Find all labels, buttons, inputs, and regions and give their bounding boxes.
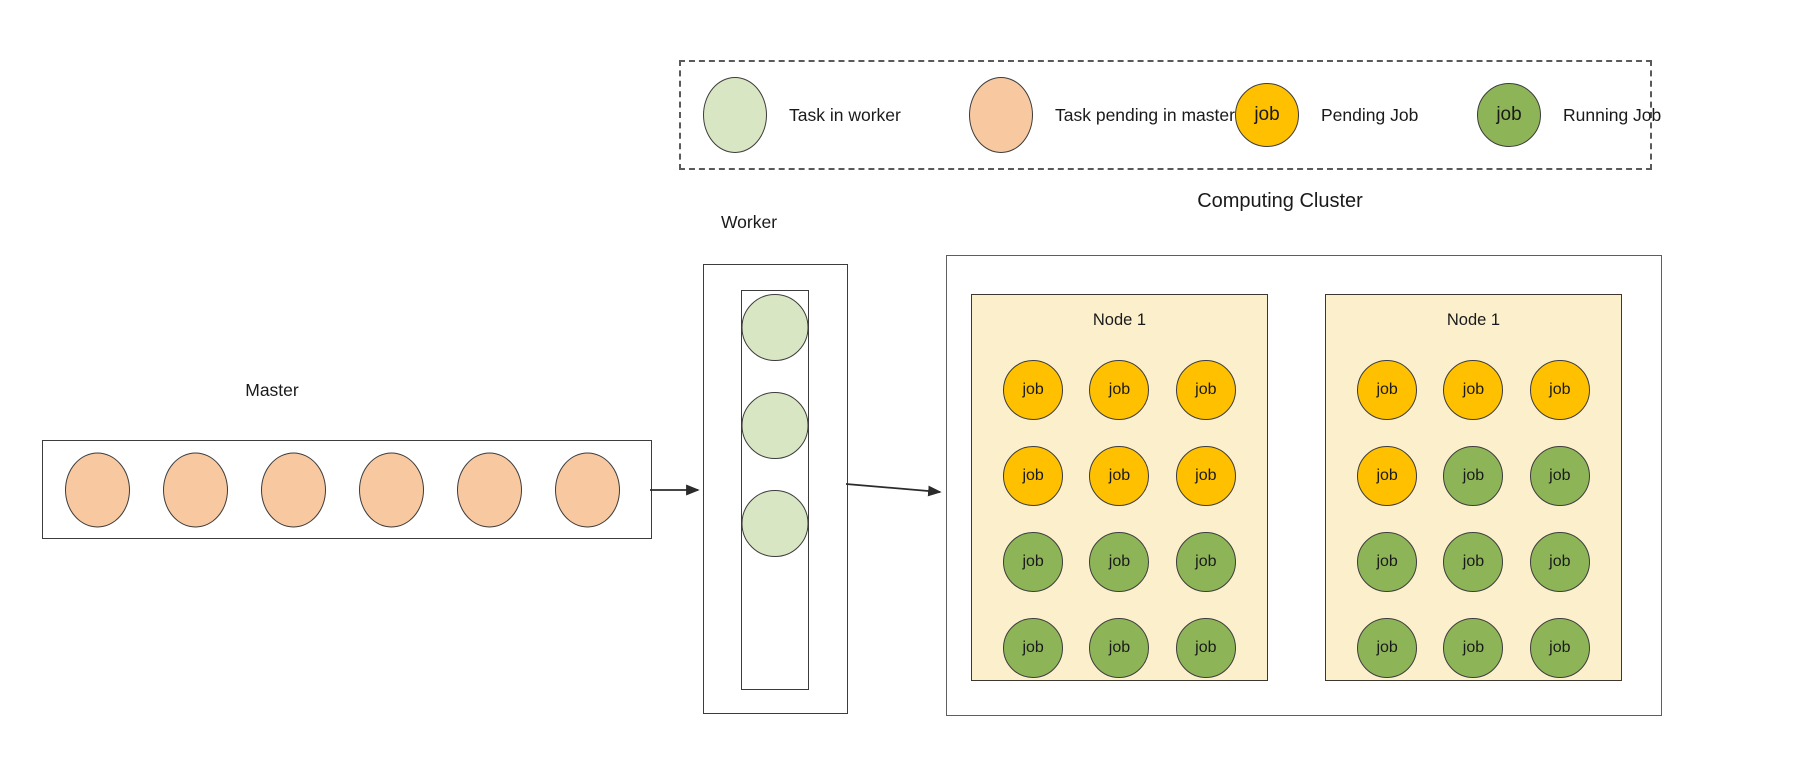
- worker-caption: Worker: [720, 212, 778, 232]
- legend-label-task-in-worker: Task in worker: [789, 104, 901, 125]
- pending-job-node: job: [1443, 360, 1504, 420]
- running-job-node: job: [1003, 618, 1064, 678]
- legend-item-task-in-worker: Task in worker: [703, 77, 901, 153]
- master-pending-task: [555, 452, 620, 527]
- task-pending-in-master-swatch-icon: [969, 77, 1033, 153]
- pending-job-node: job: [1357, 360, 1418, 420]
- running-job-node: job: [1003, 532, 1064, 592]
- running-job-node: job: [1175, 618, 1236, 678]
- pending-job-node: job: [1089, 446, 1150, 506]
- node-title: Node 1: [1092, 311, 1147, 329]
- pending-job-node: job: [1003, 360, 1064, 420]
- task-in-worker-swatch-icon: [703, 77, 767, 153]
- worker-task: [741, 392, 809, 459]
- legend-label-pending-job: Pending Job: [1321, 104, 1419, 125]
- arrow-master-to-worker: [650, 484, 700, 496]
- running-job-node: job: [1089, 618, 1150, 678]
- master-pending-task: [65, 452, 130, 527]
- running-job-node: job: [1357, 618, 1418, 678]
- pending-job-node: job: [1003, 446, 1064, 506]
- legend-panel: Task in worker Task pending in master jo…: [679, 60, 1661, 170]
- worker-task: [741, 294, 809, 361]
- pending-job-node: job: [1357, 446, 1418, 506]
- master-container: [42, 440, 652, 539]
- pending-job-node: job: [1529, 360, 1590, 420]
- pending-job-node: job: [1089, 360, 1150, 420]
- legend-label-task-pending-in-master: Task pending in master: [1055, 104, 1235, 125]
- arrow-worker-to-cluster: [845, 483, 942, 497]
- legend-item-running-job: job Running Job: [1477, 83, 1661, 147]
- pending-job-node: job: [1175, 360, 1236, 420]
- running-job-node: job: [1529, 618, 1590, 678]
- worker-task-queue: [741, 290, 809, 690]
- running-job-node: job: [1089, 532, 1150, 592]
- running-job-swatch-icon: job: [1477, 83, 1541, 147]
- worker-task: [741, 490, 809, 557]
- running-job-node: job: [1443, 446, 1504, 506]
- legend-item-task-pending-in-master: Task pending in master: [969, 77, 1235, 153]
- pending-job-swatch-icon: job: [1235, 83, 1299, 147]
- legend-item-pending-job: job Pending Job: [1235, 83, 1418, 147]
- master-pending-task: [457, 452, 522, 527]
- running-job-node: job: [1175, 532, 1236, 592]
- computing-cluster-caption: Computing Cluster: [1197, 190, 1363, 212]
- master-pending-task: [359, 452, 424, 527]
- running-job-node: job: [1529, 532, 1590, 592]
- running-job-node: job: [1443, 532, 1504, 592]
- running-job-node: job: [1443, 618, 1504, 678]
- node-title: Node 1: [1446, 311, 1501, 329]
- master-pending-task: [261, 452, 326, 527]
- legend-label-running-job: Running Job: [1563, 104, 1662, 125]
- master-caption: Master: [245, 380, 299, 400]
- pending-job-node: job: [1175, 446, 1236, 506]
- running-job-node: job: [1529, 446, 1590, 506]
- master-pending-task: [163, 452, 228, 527]
- running-job-node: job: [1357, 532, 1418, 592]
